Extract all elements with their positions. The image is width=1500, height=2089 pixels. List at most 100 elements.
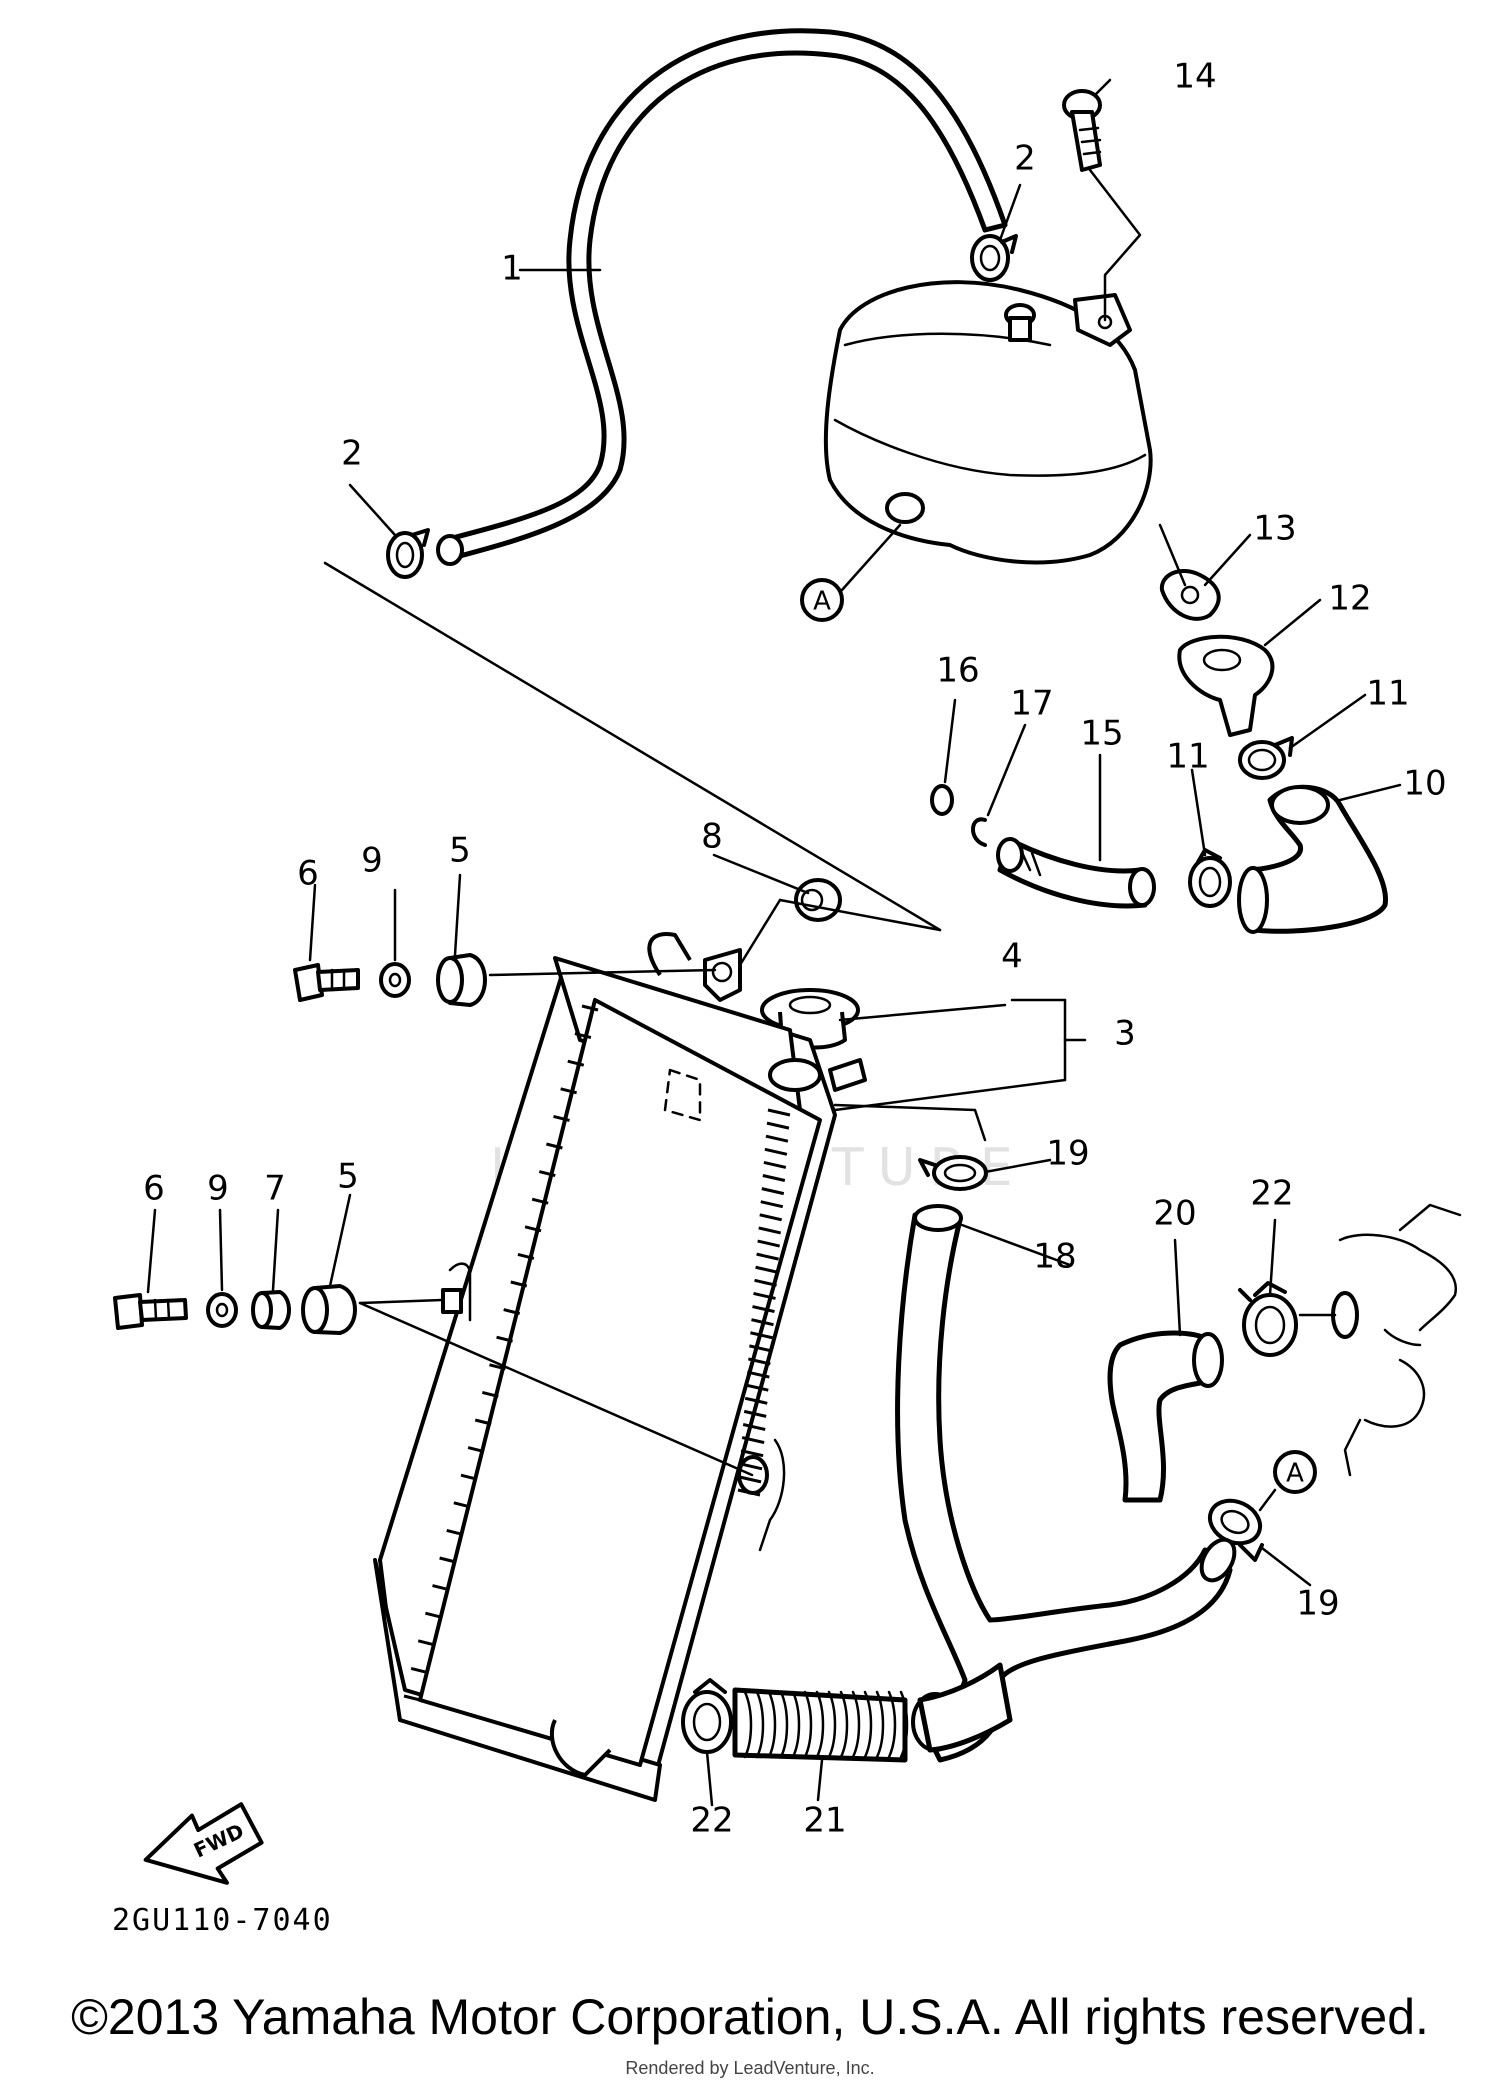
collar (251, 1290, 291, 1330)
ref-marker-a-lower: A (1273, 1450, 1317, 1494)
callout-20: 20 (1153, 1194, 1196, 1234)
callout-15: 15 (1080, 714, 1123, 754)
corrugation-ring (839, 1690, 849, 1759)
callout-leaders (146, 78, 1402, 1807)
fin-line (739, 1462, 763, 1471)
fin-line (742, 1423, 766, 1431)
callout-5-upper: 5 (449, 831, 471, 871)
callout-8: 8 (701, 817, 723, 857)
corrugation-ring (743, 1690, 753, 1759)
callout-9-upper: 9 (361, 841, 383, 881)
callout-14: 14 (1173, 57, 1216, 97)
fin-line (510, 1280, 528, 1288)
leader-lines (323, 561, 1067, 1477)
outlet-fitting (1177, 634, 1275, 737)
fin-line (748, 1357, 771, 1366)
radiator-cap (760, 988, 860, 1050)
radiator (373, 932, 867, 1802)
fin-line (753, 1291, 776, 1300)
hose-clamp-22-upper (1238, 1281, 1298, 1357)
callout-5-lower: 5 (337, 1157, 359, 1197)
fin-line (751, 1318, 774, 1327)
corrugated-hose (732, 1662, 1013, 1763)
callout-10: 10 (1403, 764, 1446, 804)
o-ring (930, 784, 954, 816)
fin-line (538, 1170, 556, 1178)
callout-11-lower: 11 (1166, 737, 1209, 777)
reservoir-tank (823, 280, 1153, 565)
damper-lower (301, 1284, 357, 1335)
callout-21: 21 (803, 1801, 846, 1841)
corrugation-ring (899, 1690, 909, 1759)
fin-line (745, 1383, 769, 1392)
corrugation-ring (767, 1690, 777, 1759)
ref-marker-a-upper: A (800, 578, 844, 622)
reservoir-bolt (1062, 89, 1142, 322)
fin-line (764, 1147, 788, 1156)
leader-tank-gasket (1158, 523, 1187, 587)
fin-line (446, 1528, 464, 1536)
fin-line (740, 1449, 764, 1458)
bolt-lower (113, 1293, 188, 1330)
fin-line (432, 1584, 449, 1592)
fin-line (410, 1666, 428, 1674)
hose-joint (1107, 1330, 1224, 1503)
fin-line (762, 1174, 786, 1182)
engine-fitting (1298, 1203, 1462, 1477)
fin-line (763, 1160, 787, 1169)
fin-line (560, 1087, 578, 1095)
corrugation-ring (755, 1690, 765, 1759)
fin-line (460, 1473, 478, 1481)
fin-line (759, 1213, 783, 1222)
fin-line (481, 1390, 499, 1398)
svg-text:A: A (1286, 1459, 1304, 1489)
fin-line (749, 1344, 772, 1353)
callout-2-upper: 2 (1014, 139, 1036, 179)
fin-line (761, 1187, 785, 1196)
callout-labels: 1 2 2 3 4 5 5 6 6 7 8 9 9 10 11 11 12 13… (143, 57, 1446, 1841)
fin-line (738, 1475, 762, 1484)
fin-line (746, 1370, 770, 1379)
callout-22-lower: 22 (690, 1801, 733, 1841)
lower-radiator-hose (895, 1204, 1237, 1763)
fin-line (574, 1032, 592, 1040)
corrugation-ring (815, 1690, 825, 1759)
callout-9-lower: 9 (207, 1169, 229, 1209)
fin-line (754, 1278, 777, 1287)
fin-line (496, 1335, 513, 1343)
callout-6-lower: 6 (143, 1169, 165, 1209)
damper-upper (436, 953, 487, 1007)
callout-19-lower: 19 (1296, 1584, 1339, 1624)
hose-clamp-11-upper (1238, 736, 1294, 780)
washer-lower (206, 1292, 238, 1328)
fin-line (743, 1409, 767, 1418)
diagram-code: 2GU110-7040 (112, 1903, 333, 1938)
fin-line (517, 1252, 535, 1260)
corrugation-ring (779, 1690, 789, 1759)
corrugation-ring (827, 1690, 837, 1759)
fin-line (453, 1501, 471, 1509)
corrugation-ring (887, 1690, 897, 1759)
fin-line (737, 1488, 761, 1497)
corrugation-ring (791, 1690, 801, 1759)
callout-11-upper: 11 (1366, 674, 1409, 714)
corrugation-ring (863, 1690, 873, 1759)
hose-clamp-upper (970, 234, 1018, 282)
hose-clamp-lower (386, 528, 430, 579)
rendered-by-credit: Rendered by LeadVenture, Inc. (625, 2058, 875, 2078)
fin-line (756, 1252, 779, 1261)
bolt-upper (293, 963, 360, 1002)
fin-line (757, 1239, 780, 1248)
gasket (1159, 569, 1221, 621)
fin-line (439, 1556, 456, 1564)
callout-18: 18 (1033, 1237, 1076, 1277)
fin-line (546, 1142, 563, 1150)
fin-line (489, 1363, 506, 1371)
corrugation-ring (803, 1690, 813, 1759)
callout-3: 3 (1114, 1014, 1136, 1054)
circlip (971, 817, 987, 847)
elbow-hose (1237, 784, 1389, 934)
hose-clamp-19-upper (918, 1155, 988, 1191)
fin-line (581, 1004, 599, 1012)
